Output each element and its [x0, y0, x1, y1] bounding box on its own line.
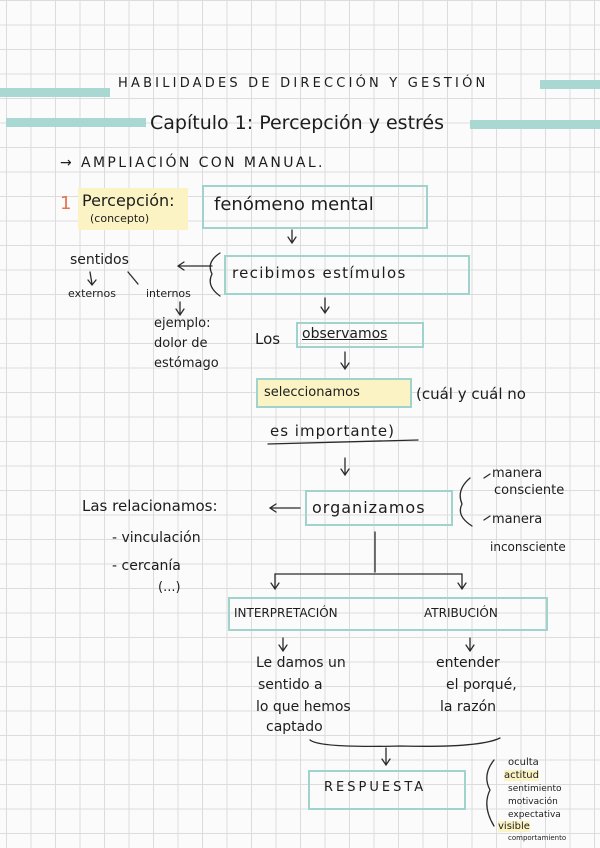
- senses-external: externos: [68, 287, 116, 300]
- unconscious-line-1: manera: [492, 512, 543, 527]
- attribution-label: ATRIBUCIÓN: [424, 606, 498, 620]
- interpretation-line-1: Le damos un: [256, 655, 346, 671]
- observe-box: [296, 322, 424, 348]
- relations-item-2: - cercanía: [112, 558, 181, 574]
- subject-title: HABILIDADES DE DIRECCIÓN Y GESTIÓN: [118, 76, 489, 91]
- intro-note: → AMPLIACIÓN CON MANUAL.: [60, 155, 325, 171]
- example-line-3: estómago: [154, 356, 219, 371]
- select-note-1: (cuál y cuál no: [416, 385, 526, 403]
- observe-prefix: Los: [255, 330, 281, 348]
- chapter-band-right: [470, 120, 600, 129]
- response-box: [308, 770, 466, 810]
- interpretation-line-3: lo que hemos: [256, 699, 351, 715]
- section-number: 1: [60, 193, 72, 214]
- organize-box: [305, 490, 453, 526]
- response-motivation: motivación: [508, 797, 558, 807]
- response-feeling: sentimiento: [508, 784, 562, 794]
- section-title-block: [78, 188, 188, 230]
- conscious-line-1: manera: [492, 466, 543, 481]
- response-text: RESPUESTA: [324, 780, 427, 795]
- chapter-band-left: [6, 118, 146, 127]
- select-box: [256, 378, 412, 408]
- relations-item-3: (...): [158, 580, 181, 595]
- header-band-left: [0, 88, 110, 97]
- interpretation-label: INTERPRETACIÓN: [234, 606, 338, 620]
- relations-label: Las relacionamos:: [82, 497, 218, 515]
- definition-box: [202, 185, 428, 229]
- receive-text: recibimos estímulos: [232, 264, 407, 282]
- interpretation-line-2: sentido a: [258, 677, 323, 693]
- chapter-title: Capítulo 1: Percepción y estrés: [150, 112, 445, 134]
- organize-text: organizamos: [312, 498, 426, 517]
- senses-internal: internos: [146, 287, 191, 300]
- senses-label: sentidos: [70, 252, 129, 268]
- response-attitude: actitud: [504, 770, 539, 781]
- definition-text: fenómeno mental: [214, 194, 374, 215]
- interpretation-box: [228, 597, 548, 631]
- select-text: seleccionamos: [264, 385, 360, 400]
- attribution-line-2: el porqué,: [446, 677, 517, 693]
- example-line-1: ejemplo:: [154, 316, 211, 331]
- response-behavior: comportamiento: [508, 834, 567, 842]
- section-title: Percepción:: [82, 191, 175, 210]
- interpretation-line-4: captado: [266, 719, 323, 735]
- observe-text: observamos: [302, 326, 388, 342]
- attribution-line-3: la razón: [440, 699, 497, 715]
- header-band-right: [540, 80, 600, 89]
- receive-box: [224, 255, 470, 295]
- attribution-line-1: entender: [436, 655, 500, 671]
- response-expectation: expectativa: [508, 810, 561, 820]
- response-hidden: oculta: [508, 757, 539, 768]
- unconscious-line-2: inconsciente: [490, 540, 566, 554]
- response-visible: visible: [498, 821, 530, 832]
- relations-item-1: - vinculación: [112, 530, 201, 546]
- conscious-line-2: consciente: [494, 483, 565, 498]
- section-note: (concepto): [90, 212, 150, 225]
- example-line-2: dolor de: [154, 336, 208, 351]
- select-note-2: es importante): [270, 422, 395, 440]
